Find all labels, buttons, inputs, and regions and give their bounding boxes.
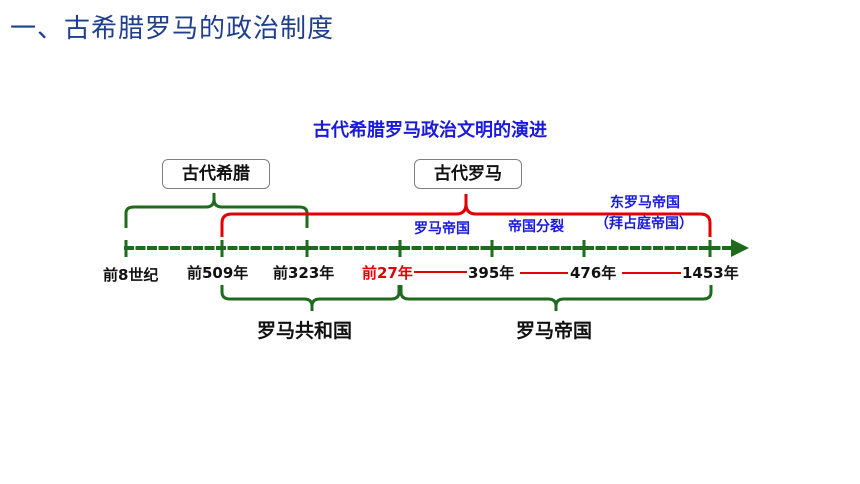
ancient-rome-box: 古代罗马 xyxy=(414,159,522,189)
period-roman-empire: 罗马帝国 xyxy=(516,320,593,342)
period-roman-republic: 罗马共和国 xyxy=(257,320,353,342)
tick-label: 前27年 xyxy=(361,262,414,283)
event-byzantine-empire: （拜占庭帝国） xyxy=(595,216,693,232)
axis-ticks xyxy=(124,240,712,257)
tick-label: 前323年 xyxy=(272,262,336,283)
ancient-greece-box: 古代希腊 xyxy=(162,159,270,189)
tick-label: 前8世纪 xyxy=(102,264,160,285)
event-empire-split: 帝国分裂 xyxy=(508,219,564,235)
tick-label: 395年 xyxy=(467,262,516,283)
event-eastern-roman-empire: 东罗马帝国 xyxy=(610,195,680,211)
diagram-title: 古代希腊罗马政治文明的演进 xyxy=(313,120,547,141)
rome-brace xyxy=(220,194,712,237)
page-heading: 一、古希腊罗马的政治制度 xyxy=(10,14,335,44)
republic-brace xyxy=(220,285,401,311)
tick-label: 476年 xyxy=(569,262,618,283)
greece-brace xyxy=(124,193,309,228)
empire-brace xyxy=(399,285,713,311)
tick-label: 1453年 xyxy=(681,262,740,283)
timeline-arrowhead xyxy=(731,239,749,257)
tick-label: 前509年 xyxy=(186,262,250,283)
red-connectors xyxy=(414,271,686,274)
event-roman-empire: 罗马帝国 xyxy=(414,221,470,237)
